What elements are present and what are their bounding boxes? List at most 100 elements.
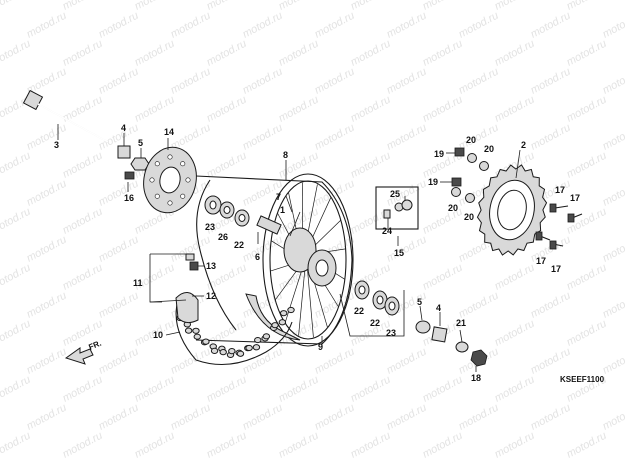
watermark-text: motod.ru [169,10,213,41]
watermark-text: motod.ru [385,346,429,377]
watermark-text: motod.ru [601,346,625,377]
callout-21: 21 [456,318,466,328]
watermark-text: motod.ru [601,234,625,265]
watermark-text: motod.ru [25,122,69,153]
callout-24: 24 [382,226,392,236]
watermark-text: motod.ru [205,430,249,461]
watermark-text: motod.ru [277,374,321,405]
bolt-part [124,171,135,180]
watermark-text: motod.ru [457,290,501,321]
watermark-text: motod.ru [205,38,249,69]
watermark-text: motod.ru [349,0,393,13]
watermark-text: motod.ru [97,66,141,97]
watermark-text: motod.ru [205,150,249,181]
watermark-text: motod.ru [313,122,357,153]
watermark-text: motod.ru [241,10,285,41]
leader-lines [57,124,521,372]
watermark-text: motod.ru [169,402,213,433]
callout-20-c: 20 [448,203,458,213]
watermark-text: motod.ru [205,0,249,13]
watermark-text: motod.ru [565,262,609,293]
callout-22-right-a: 22 [354,306,364,316]
callout-8: 8 [283,150,288,160]
watermark-text: motod.ru [457,402,501,433]
brake-disc-part [143,146,197,214]
watermark-text: motod.ru [565,0,609,13]
callout-15: 15 [394,248,404,258]
watermark-text: motod.ru [277,94,321,125]
watermark-text: motod.ru [421,430,465,461]
watermark-text: motod.ru [133,38,177,69]
watermark-text: motod.ru [97,402,141,433]
watermark-text: motod.ru [25,402,69,433]
callout-14: 14 [164,127,174,137]
watermark-text: motod.ru [169,66,213,97]
watermark-text: motod.ru [169,346,213,377]
watermark-text: motod.ru [421,374,465,405]
watermark-text: motod.ru [241,66,285,97]
watermark-text: motod.ru [0,318,33,349]
watermark-text: motod.ru [421,94,465,125]
watermark-text: motod.ru [97,346,141,377]
callout-17-b: 17 [570,193,580,203]
callout-2: 2 [521,140,526,150]
watermark-text: motod.ru [61,150,105,181]
callout-12: 12 [206,291,216,301]
watermark-text: motod.ru [97,290,141,321]
watermark-text: motod.ru [97,10,141,41]
distance-collar-part [256,215,282,235]
watermark-text: motod.ru [61,374,105,405]
watermark-text: motod.ru [385,402,429,433]
watermark-text: motod.ru [385,66,429,97]
watermark-text: motod.ru [25,10,69,41]
watermark-text: motod.ru [277,430,321,461]
watermark-text: motod.ru [385,122,429,153]
callout-20-b: 20 [484,144,494,154]
watermark-text: motod.ru [241,402,285,433]
svg-text:FR.: FR. [87,339,102,352]
watermark-text: motod.ru [25,290,69,321]
watermark-text: motod.ru [313,66,357,97]
sprocket-fasteners [451,147,489,203]
watermark-text: motod.ru [0,374,33,405]
callout-5-right: 5 [417,297,422,307]
watermark-text: motod.ru [493,430,537,461]
watermark-text: motod.ru [601,122,625,153]
watermark-text: motod.ru [0,430,33,461]
callout-19-b: 19 [428,177,438,187]
callout-5-left: 5 [138,138,143,148]
callout-3: 3 [54,140,59,150]
watermark-text: motod.ru [601,178,625,209]
nut-part [130,157,150,171]
watermark-text: motod.ru [313,10,357,41]
watermark-text: motod.ru [493,374,537,405]
side-washer-part [415,320,431,334]
watermark-text: motod.ru [457,10,501,41]
callout-16: 16 [124,193,134,203]
watermark-text: motod.ru [0,38,33,69]
watermark-text: motod.ru [313,402,357,433]
watermark-text: motod.ru [61,38,105,69]
watermark-text: motod.ru [133,0,177,13]
callout-19-a: 19 [434,149,444,159]
callout-20-a: 20 [466,135,476,145]
callout-7: 7 [276,192,281,202]
watermark-text: motod.ru [529,66,573,97]
watermark-text: motod.ru [601,10,625,41]
callout-17-d: 17 [551,264,561,274]
callout-17-c: 17 [536,256,546,266]
spoke-nipple-group-box [375,186,419,230]
watermark-text: motod.ru [205,94,249,125]
valve-nut-part [189,261,199,271]
watermark-text: motod.ru [277,0,321,13]
callout-22-right-b: 22 [370,318,380,328]
watermark-text: motod.ru [565,430,609,461]
watermark-text: motod.ru [25,234,69,265]
callout-22-left: 22 [234,240,244,250]
watermark-text: motod.ru [61,206,105,237]
watermark-text: motod.ru [25,178,69,209]
watermark-text: motod.ru [349,150,393,181]
watermark-text: motod.ru [0,0,33,13]
callout-23-right: 23 [386,328,396,338]
